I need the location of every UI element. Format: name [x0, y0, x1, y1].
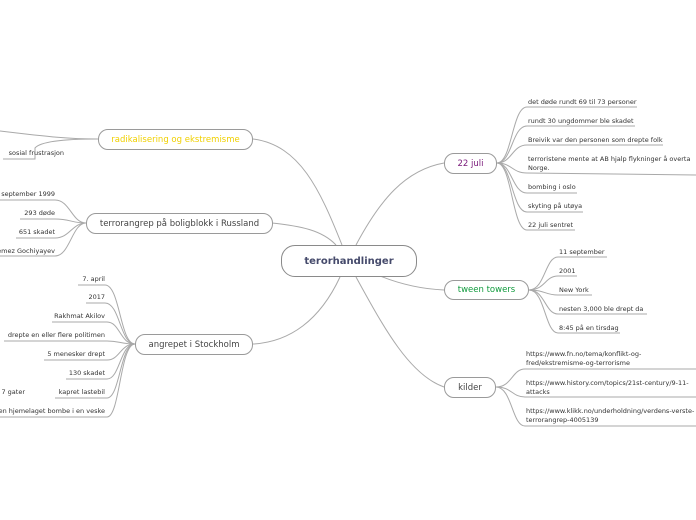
leaf-22juli-4[interactable]: bombing i oslo [528, 183, 576, 191]
leaf-stockholm-8[interactable]: en hjemelaget bombe i en veske [0, 407, 105, 415]
connector-root-stockholm [252, 276, 341, 345]
leaf-kilder-1[interactable]: https://www.history.com/topics/21st-cent… [526, 379, 689, 396]
leaf-22juli-5[interactable]: skyting på utøya [528, 202, 583, 210]
topic-kilder[interactable]: kilder [444, 377, 496, 398]
root-topic[interactable]: terorhandlinger [281, 245, 417, 277]
leaf-stockholm-3[interactable]: drepte en eller flere politimen [7, 331, 105, 339]
leaf-stockholm-2[interactable]: Rakhmat Akilov [54, 312, 105, 320]
leaf-22juli-0[interactable]: det døde rundt 69 til 73 personer [528, 98, 637, 106]
leaf-russland-2[interactable]: 651 skadet [18, 228, 55, 236]
connector-root-russland [271, 222, 337, 246]
leaf-russland-3[interactable]: emez Gochiyayev [0, 247, 55, 255]
leaf-stockholm-6[interactable]: kapret lastebil [58, 388, 105, 396]
leaf-tween-3[interactable]: nesten 3,000 ble drept da [559, 305, 644, 313]
leaf-stockholm-0[interactable]: 7. april [82, 275, 105, 283]
leaf-stockholm-5[interactable]: 130 skadet [68, 369, 105, 377]
connector-root-22juli [355, 162, 445, 246]
leaf-tween-1[interactable]: 2001 [559, 267, 576, 275]
leaf-stockholm-1[interactable]: 2017 [88, 293, 105, 301]
connector-root-kilder [355, 276, 445, 388]
leaf-russland-0[interactable]: september 1999 [1, 190, 55, 198]
connector-root-tween [379, 275, 445, 291]
leaf-tween-4[interactable]: 8:45 på en tirsdag [559, 324, 619, 332]
topic-russland[interactable]: terrorangrep på boligblokk i Russland [86, 213, 273, 234]
leaf-tween-2[interactable]: New York [559, 286, 589, 294]
leaf-22juli-6[interactable]: 22 juli sentret [528, 221, 574, 229]
leaf-stockholm-7[interactable]: 7 gater [1, 388, 25, 396]
connector-root-radikalisering [252, 138, 343, 246]
leaf-russland-1[interactable]: 293 døde [24, 209, 55, 217]
leaf-22juli-2[interactable]: Breivik var den personen som drepte folk [528, 136, 663, 144]
topic-tween-towers[interactable]: tween towers [444, 280, 529, 300]
topic-22-juli[interactable]: 22 juli [444, 153, 497, 174]
leaf-22juli-1[interactable]: rundt 30 ungdommer ble skadet [528, 117, 634, 125]
leaf-kilder-2[interactable]: https://www.klikk.no/underholdning/verde… [526, 407, 695, 424]
leaf-radikalisering-0[interactable]: sosial frustrasjon [8, 149, 64, 157]
leaf-kilder-0[interactable]: https://www.fn.no/tema/konflikt-og-fred/… [526, 350, 642, 367]
topic-radikalisering[interactable]: radikalisering og ekstremisme [98, 129, 253, 150]
leaf-22juli-3[interactable]: terroristene mente at AB hjalp flykninge… [528, 155, 691, 172]
leaf-tween-0[interactable]: 11 september [559, 248, 605, 256]
topic-stockholm[interactable]: angrepet i Stockholm [135, 334, 253, 355]
leaf-stockholm-4[interactable]: 5 menesker drept [47, 350, 105, 358]
